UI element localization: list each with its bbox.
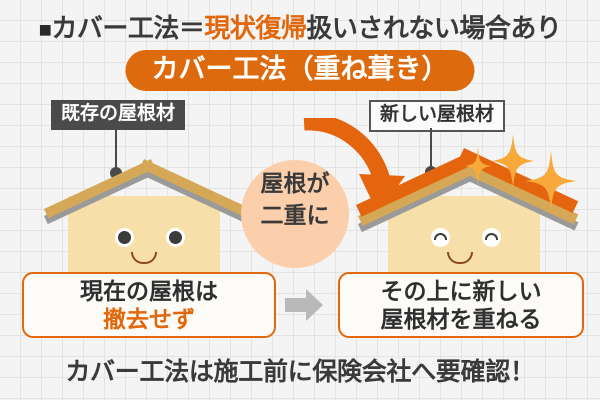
page-title: ■カバー工法＝現状復帰扱いされない場合あり [0, 8, 600, 45]
title-part-1: カバー工法＝ [51, 13, 205, 43]
leader-line-right [430, 128, 432, 170]
panel-left-line-2: 撤去せず [103, 306, 195, 332]
sparkle-icon [525, 150, 577, 212]
label-new-roof: 新しい屋根材 [369, 100, 506, 132]
title-highlight: 現状復帰 [204, 13, 307, 43]
eyelid-right-1 [434, 233, 447, 240]
bubble-line-2: 二重に [260, 201, 330, 228]
right-arrow-icon [285, 289, 323, 321]
panel-right: その上に新しい 屋根材を重ねる [338, 272, 584, 338]
eye-left-1 [115, 228, 134, 247]
panel-left-line-1: 現在の屋根は [80, 277, 218, 304]
bubble-line-1: 屋根が [260, 170, 330, 196]
panel-right-text: その上に新しい 屋根材を重ねる [381, 277, 542, 333]
bullet-square: ■ [38, 17, 52, 42]
pupil-left-2 [169, 231, 182, 244]
leader-line-left [115, 129, 117, 171]
eye-right-1 [431, 228, 450, 247]
sparkle-icon [492, 134, 534, 188]
eye-left-2 [166, 228, 185, 247]
house-wall-right [388, 196, 540, 278]
panel-left: 現在の屋根は 撤去せず [22, 272, 276, 338]
method-badge: カバー工法（重ね葺き） [125, 50, 475, 92]
footer-note: カバー工法は施工前に保険会社へ要確認！ [65, 358, 535, 386]
panel-right-line-1: その上に新しい [380, 277, 542, 304]
panel-right-line-2: 屋根材を重ねる [380, 306, 542, 332]
title-part-2: 扱いされない場合あり [306, 13, 562, 43]
panel-left-text: 現在の屋根は 撤去せず [80, 277, 218, 333]
eye-right-2 [482, 228, 501, 247]
eyelid-right-2 [485, 233, 498, 240]
center-bubble-text: 屋根が 二重に [241, 168, 349, 231]
house-wall-left [68, 196, 220, 278]
sparkle-icon [465, 146, 491, 186]
center-bubble [241, 160, 349, 268]
label-existing-roof: 既存の屋根材 [51, 100, 186, 130]
pupil-left-1 [118, 231, 131, 244]
